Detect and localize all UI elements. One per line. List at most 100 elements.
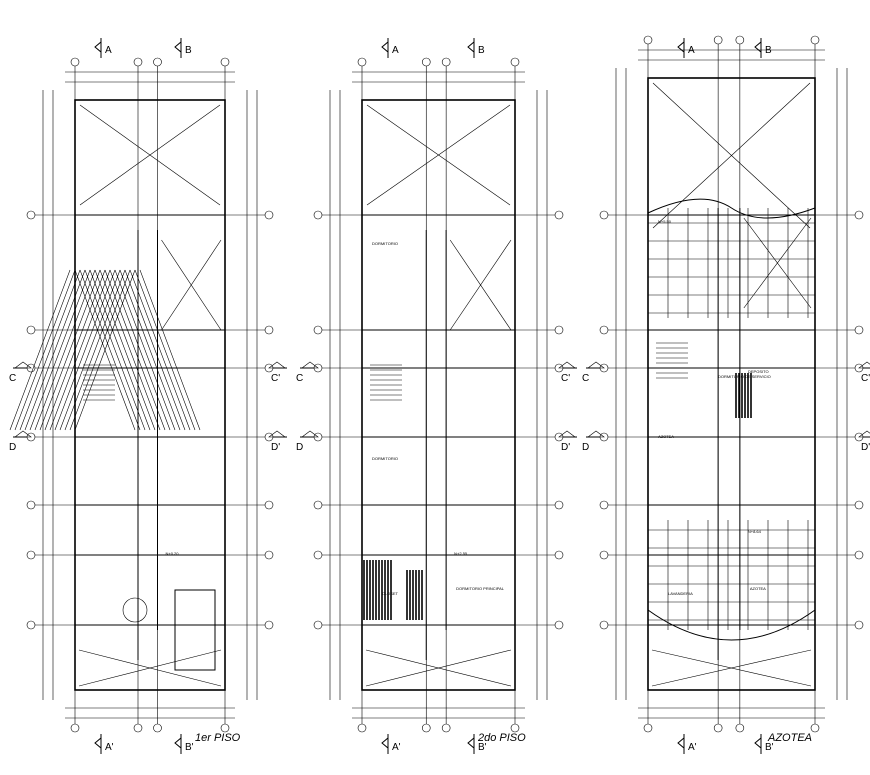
stair-steps [83,364,115,401]
cut-label-left: D [296,442,303,453]
void-marks [647,82,816,687]
grid-bubble [70,57,80,67]
grid-bubble [554,210,564,220]
grid-bubble [554,325,564,335]
grid-bubble [26,210,36,220]
grid-bubble [854,550,864,560]
cut-arrow-icon [677,40,685,54]
cut-arrow-icon [94,40,102,54]
grid-bubble [313,620,323,630]
cut-label-bottom: B' [185,742,194,753]
grid-bubble [313,500,323,510]
cut-arrow-icon [94,736,102,750]
cut-label-bottom: B' [478,742,487,753]
cut-label-right: C' [271,373,280,384]
grid-bubble [643,35,653,45]
cut-label-top: A [392,45,399,56]
room-label: DORMITORIO [372,241,398,246]
grid-bubble [713,35,723,45]
grid-axes [313,57,564,733]
cut-label-top: B [185,45,192,56]
room-label: DORMITORIO DE SERVICIO [718,374,771,379]
cut-arrow-icon [381,40,389,54]
cut-arrow-icon [467,736,475,750]
cut-arrow-icon [858,361,870,369]
grid-bubble [133,723,143,733]
cut-arrow-icon [14,361,32,369]
door-swing [122,597,148,623]
grid-bubble [599,620,609,630]
void-marks [365,104,512,687]
room-label: CLOSET [382,591,399,596]
grid-bubble [441,723,451,733]
cut-label-bottom: B' [765,742,774,753]
grid-bubble [854,620,864,630]
cut-label-top: B [478,45,485,56]
cut-label-left: D [582,442,589,453]
dimension-lines [329,71,548,719]
cut-arrow-icon [268,361,286,369]
grid-bubble [599,550,609,560]
cut-label-top: A [105,45,112,56]
cut-arrow-icon [677,736,685,750]
cut-arrow-icon [558,361,576,369]
room-label: AZOTEA [750,586,766,591]
grid-bubble [264,550,274,560]
grid-bubble [599,500,609,510]
floor-tile-hatch [9,269,216,671]
cut-arrow-icon [587,361,605,369]
grid-bubble [554,500,564,510]
cut-arrow-icon [14,430,32,438]
room-label: N+5.50 [658,219,672,224]
grid-bubble [313,210,323,220]
cut-arrow-icon [301,361,319,369]
grid-bubble [735,35,745,45]
cut-label-right: D' [861,442,870,453]
grid-bubble [357,57,367,67]
room-label: DORMITORIO PRINCIPAL [456,586,505,591]
grid-bubble [854,210,864,220]
grid-bubble [26,620,36,630]
grid-bubble [26,550,36,560]
cut-label-left: C [9,373,16,384]
cut-arrow-icon [858,430,870,438]
room-labels: N+8.64N+5.50AZOTEAAZOTEALAVANDERIADORMIT… [658,219,771,596]
cut-arrow-icon [301,430,319,438]
grid-bubble [153,57,162,67]
cut-label-right: D' [561,442,570,453]
cut-arrow-icon [381,736,389,750]
grid-bubble [599,210,609,220]
room-label: N+0.20 [166,551,180,556]
grid-bubble [854,325,864,335]
interior-walls [75,214,225,660]
grid-bubble [133,57,143,67]
sheet-title: AZOTEA [767,732,812,744]
cut-arrow-icon [558,430,576,438]
grid-axes [26,57,274,733]
grid-bubble [554,620,564,630]
grid-bubble [313,325,323,335]
cut-label-bottom: A' [688,742,697,753]
dimension-lines [615,49,848,719]
cut-label-bottom: A' [392,742,401,753]
room-labels: N+0.20 [166,551,180,556]
cut-arrow-icon [174,40,182,54]
cut-arrow-icon [754,40,762,54]
grid-bubble [264,325,274,335]
grid-bubble [70,723,80,733]
grid-bubble [26,325,36,335]
cut-arrow-icon [174,736,182,750]
grid-bubble [713,723,723,733]
sheet-title: 2do PISO [477,732,526,744]
cut-label-right: C' [561,373,570,384]
cut-label-left: D [9,442,16,453]
grid-bubble [441,57,451,67]
grid-bubble [510,57,520,67]
